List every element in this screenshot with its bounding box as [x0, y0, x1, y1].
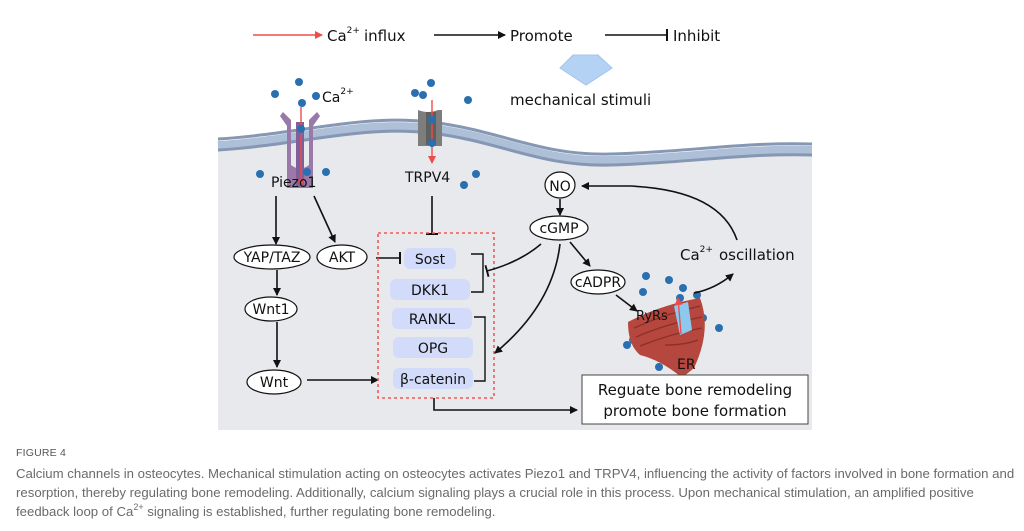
- ryrs-label: RyRs: [636, 309, 668, 324]
- figure-caption: FIGURE 4 Calcium channels in osteocytes.…: [16, 447, 1016, 521]
- legend: Ca2+influx Promote Inhibit: [253, 26, 720, 45]
- outcome-box: Reguate bone remodeling promote bone for…: [581, 374, 809, 425]
- calcium-ion-dot: [297, 125, 305, 133]
- calcium-ion-dot: [411, 89, 419, 97]
- calcium-ion-dot: [256, 170, 264, 178]
- calcium-ion-dot: [679, 284, 687, 292]
- calcium-ion-dot: [427, 79, 435, 87]
- node-wnt: Wnt: [246, 369, 302, 395]
- cgmp-promotes-rankl-group: [494, 243, 561, 354]
- svg-text:NO: NO: [549, 179, 571, 195]
- svg-text:Sost: Sost: [415, 252, 446, 268]
- calcium-ion-dot: [639, 288, 647, 296]
- svg-text:β-catenin: β-catenin: [400, 372, 466, 388]
- calcium-ion-dot: [271, 90, 279, 98]
- svg-text:YAP/TAZ: YAP/TAZ: [243, 250, 301, 266]
- factor-rankl: RANKL: [392, 308, 472, 329]
- legend-promote-label: Promote: [510, 27, 573, 45]
- piezo1-channel-icon: [280, 112, 320, 188]
- ca-oscillation-label: Ca2+oscillation: [680, 245, 795, 264]
- svg-text:cGMP: cGMP: [539, 221, 578, 237]
- node-akt: AKT: [316, 244, 368, 270]
- legend-inhibit-label: Inhibit: [673, 27, 720, 45]
- svg-text:OPG: OPG: [418, 341, 448, 357]
- node-cgmp: cGMP: [529, 215, 589, 241]
- svg-text:AKT: AKT: [329, 250, 356, 266]
- calcium-ion-dot: [312, 92, 320, 100]
- factor-sost: Sost: [404, 248, 456, 269]
- trpv4-label: TRPV4: [404, 170, 450, 186]
- node-cadpr: cADPR: [570, 269, 626, 295]
- factor--catenin: β-catenin: [393, 368, 473, 389]
- piezo-to-akt-arrow: [313, 195, 336, 243]
- trpv4-channel-icon: [418, 110, 442, 146]
- calcium-ion-dot: [715, 324, 723, 332]
- stimulus-arrow-icon: [559, 54, 613, 86]
- cell-membrane: [217, 118, 813, 167]
- caption-text: Calcium channels in osteocytes. Mechanic…: [16, 466, 1015, 519]
- factor-dkk1: DKK1: [390, 279, 470, 300]
- figure-label: FIGURE 4: [16, 447, 67, 459]
- factor-opg: OPG: [393, 337, 473, 358]
- ca-ion-label: Ca2+: [322, 87, 354, 106]
- calcium-ion-dot: [464, 96, 472, 104]
- factor-group-box: [377, 232, 495, 399]
- calcium-ion-dot: [295, 78, 303, 86]
- calcium-ion-dot: [303, 168, 311, 176]
- bracket-sost-dkk1: [471, 253, 484, 293]
- calcium-ion-dot: [665, 276, 673, 284]
- node-no: NO: [544, 171, 576, 199]
- calcium-ion-dot: [623, 341, 631, 349]
- calcium-ion-dot: [428, 139, 436, 147]
- node-wnt1: Wnt1: [244, 296, 298, 322]
- cgmp-inhibits-sost-dkk1: [484, 243, 542, 278]
- ryr-channel-icon: [674, 297, 692, 335]
- calcium-ion-dot: [428, 116, 436, 124]
- calcium-ion-dot: [472, 170, 480, 178]
- oscillation-to-no-arrow: [581, 182, 738, 241]
- calcium-ion-dot: [322, 168, 330, 176]
- calcium-ion-dot: [642, 272, 650, 280]
- calcium-ion-dot: [298, 99, 306, 107]
- factors-to-outcome-arrow: [433, 398, 578, 414]
- svg-text:RANKL: RANKL: [409, 312, 455, 328]
- calcium-ion-dot: [419, 91, 427, 99]
- svg-text:Wnt: Wnt: [260, 375, 289, 391]
- svg-text:DKK1: DKK1: [411, 283, 449, 299]
- piezo1-label: Piezo1: [271, 175, 316, 191]
- calcium-ion-dot: [460, 181, 468, 189]
- svg-text:Wnt1: Wnt1: [252, 302, 289, 318]
- svg-text:cADPR: cADPR: [575, 275, 621, 291]
- ryrs-to-oscillation-arrow: [693, 273, 734, 294]
- legend-influx-label: Ca2+influx: [327, 26, 406, 45]
- svg-text:promote bone formation: promote bone formation: [603, 402, 786, 420]
- calcium-ion-dot: [676, 294, 684, 302]
- cadpr-to-ryrs-arrow: [615, 294, 638, 312]
- er-label: ER: [677, 357, 696, 373]
- calcium-ion-dot: [655, 363, 663, 371]
- node-yap-taz: YAP/TAZ: [233, 244, 311, 270]
- bracket-rankl-betacatenin: [474, 316, 486, 382]
- svg-text:Reguate bone remodeling: Reguate bone remodeling: [598, 381, 792, 399]
- figure-diagram: Ca2+influx Promote Inhibit mechanical st…: [217, 26, 813, 430]
- stimulus-label: mechanical stimuli: [510, 91, 651, 109]
- cgmp-to-cadpr-arrow: [569, 241, 591, 267]
